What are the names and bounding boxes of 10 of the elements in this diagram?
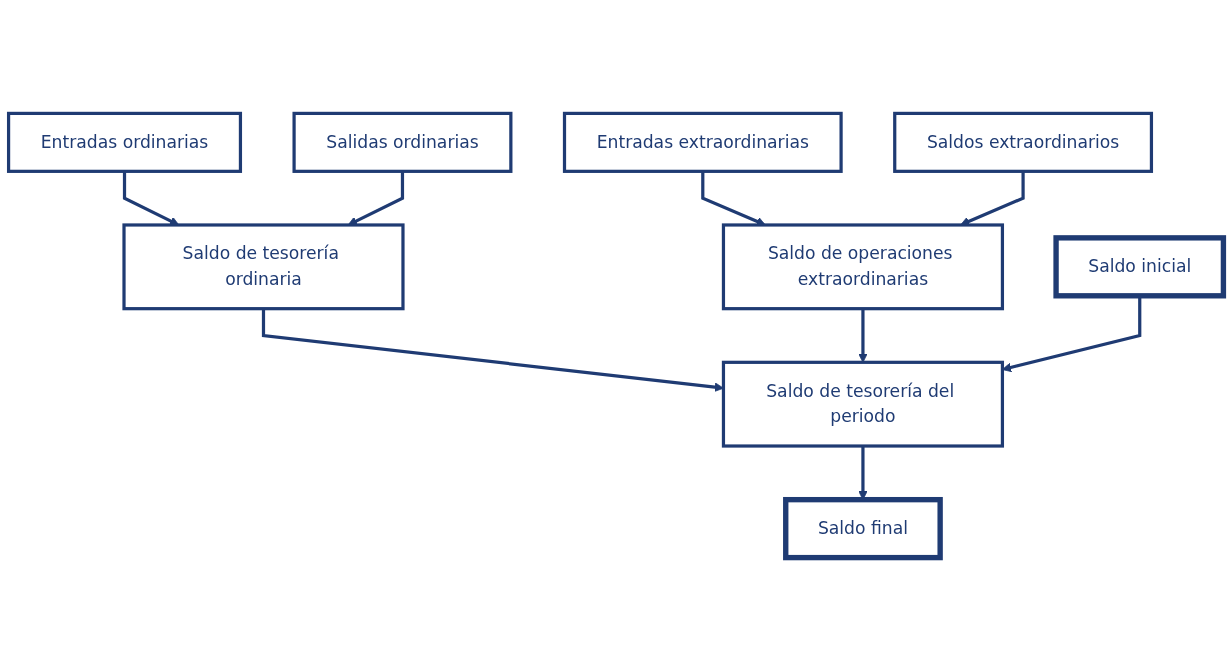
node-box: Entradas extraordinarias [562, 111, 843, 173]
node-box: Salidas ordinarias [292, 111, 513, 173]
node-box: Saldo de operaciones extraordinarias [721, 223, 1005, 311]
arrow [858, 308, 868, 363]
node-box: Saldo de tesorería del periodo [721, 360, 1005, 448]
node-box: Saldo final [783, 497, 943, 561]
node-box: Saldo de tesorería ordinaria [122, 223, 405, 311]
node-box: Saldo inicial [1053, 235, 1227, 299]
node-box: Saldos extraordinarios [893, 111, 1154, 173]
node-box: Entradas ordinarias [6, 111, 243, 173]
